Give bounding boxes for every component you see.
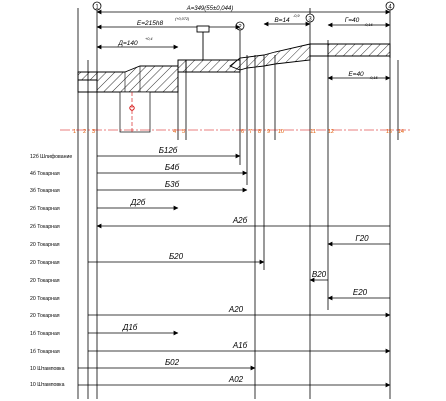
operation-label-3: 3б Токарная <box>30 188 60 194</box>
chain-dim-13: Б02 <box>165 358 180 367</box>
operation-label-10: 20 Токарная <box>30 313 60 319</box>
chain-dim-8: В20 <box>312 270 327 279</box>
operation-label-13: 10 Штамповка <box>30 366 65 372</box>
operation-label-7: 20 Токарная <box>30 260 60 266</box>
surface-index-1: 1 <box>73 129 76 135</box>
top-dimension-labels: A=349(55±0,044) E=215h8 (+0,072) Д=140 +… <box>117 6 378 80</box>
chain-dim-14: А02 <box>228 375 244 384</box>
surface-index-12: 12 <box>328 129 334 135</box>
dim-E-215-tolerance: (+0,072) <box>175 17 190 21</box>
chain-dim-6: Г20 <box>355 234 369 243</box>
left-flange-section <box>77 71 98 81</box>
operation-label-9: 20 Токарная <box>30 296 60 302</box>
operation-label-2: 4б Токарная <box>30 171 60 177</box>
chain-dim-12: А1б <box>232 341 248 350</box>
chain-dim-3: Б3б <box>165 180 180 189</box>
chain-dim-1: Б12б <box>159 146 178 155</box>
chain-dim-2: Б4б <box>165 163 180 172</box>
chain-dim-5: А2б <box>232 216 248 225</box>
key-slot <box>196 25 210 33</box>
internal-bore <box>119 91 151 133</box>
surface-index-5: 5 <box>182 129 185 135</box>
surface-index-9: 9 <box>267 129 270 135</box>
part-profile <box>77 25 391 134</box>
balloon-1: 1 <box>95 5 99 11</box>
top-dimensions <box>96 9 391 81</box>
dim-D-140-tolerance: +0,4 <box>145 37 153 41</box>
dim-V-14: B=14 <box>274 17 290 24</box>
surface-index-11: 11 <box>310 129 316 135</box>
surface-index-13: 13 <box>386 129 392 135</box>
right-shaft-section <box>327 43 391 57</box>
operation-label-14: 10 Штамповка <box>30 382 65 388</box>
dim-E-215: E=215h8 <box>137 20 164 27</box>
balloon-4: 4 <box>388 5 392 11</box>
surface-index-6: 6 <box>241 129 244 135</box>
dim-V-14-tolerance: -0,9 <box>293 14 300 18</box>
surface-index-8: 8 <box>258 129 261 135</box>
surface-index-4: 4 <box>173 129 176 135</box>
chain-dim-11: Д1б <box>122 323 138 332</box>
left-body-section <box>96 65 179 93</box>
surface-index-labels: 1 2 3 4 5 6 7 8 9 10 11 12 13 14 <box>73 129 404 135</box>
chain-dim-10: А20 <box>228 305 244 314</box>
dim-D-140: Д=140 <box>117 40 138 47</box>
surface-index-2: 2 <box>83 129 86 135</box>
dim-G-40-tolerance: -0,16 <box>364 23 374 27</box>
balloon-3: 3 <box>308 17 312 23</box>
surface-index-10: 10 <box>278 129 284 135</box>
surface-index-14: 14 <box>398 129 404 135</box>
operation-label-4: 2б Токарная <box>30 206 60 212</box>
operation-label-8: 20 Токарная <box>30 278 60 284</box>
operation-label-12: 1б Токарная <box>30 349 60 355</box>
dim-E-40-tolerance: -0,15 <box>369 76 379 80</box>
hub-section <box>177 59 187 73</box>
dim-A-total: A=349(55±0,044) <box>186 6 234 12</box>
taper-section <box>229 43 311 71</box>
operation-label-5: 2б Токарная <box>30 224 60 230</box>
chain-dim-9: Е20 <box>353 288 368 297</box>
chain-dimension-labels: Б12б Б4б Б3б Д2б А2б Г20 Б20 В20 Е20 А20… <box>122 146 369 384</box>
operation-label-1: 12б Шлифование <box>30 154 72 160</box>
dim-G-40: Г=40 <box>345 17 360 24</box>
operation-labels: 12б Шлифование 4б Токарная 3б Токарная 2… <box>30 154 72 388</box>
chain-dim-7: Б20 <box>169 252 184 261</box>
operation-label-6: 20 Токарная <box>30 242 60 248</box>
chain-dim-4: Д2б <box>130 198 146 207</box>
chain-arrows <box>78 153 391 388</box>
surface-index-7: 7 <box>249 129 252 135</box>
surface-index-3: 3 <box>92 129 95 135</box>
operation-label-11: 1б Токарная <box>30 331 60 337</box>
middle-section <box>185 59 241 73</box>
dim-E-40: E=40 <box>348 71 364 78</box>
